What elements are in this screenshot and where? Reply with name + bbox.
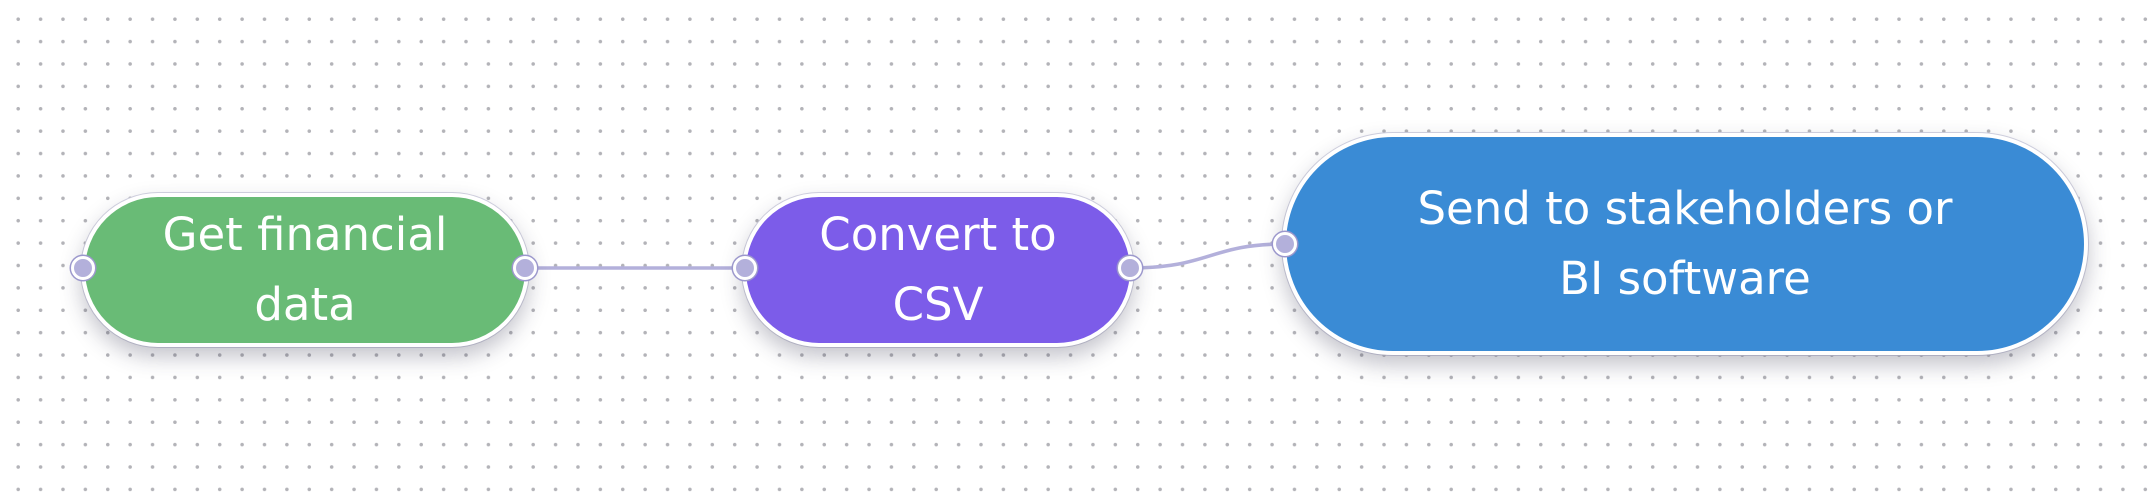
node-label: Convert to CSV bbox=[819, 208, 1057, 331]
node-label: Send to stakeholders or BI software bbox=[1417, 182, 1953, 305]
input-port-convert-to-csv[interactable] bbox=[733, 256, 757, 280]
node-send-to-stakeholders[interactable]: Send to stakeholders or BI software bbox=[1282, 133, 2088, 355]
input-port-get-financial-data[interactable] bbox=[71, 256, 95, 280]
output-port-convert-to-csv[interactable] bbox=[1118, 256, 1142, 280]
node-get-financial-data[interactable]: Get financial data bbox=[81, 193, 529, 347]
input-port-send-to-stakeholders[interactable] bbox=[1273, 232, 1297, 256]
node-convert-to-csv[interactable]: Convert to CSV bbox=[742, 193, 1134, 347]
output-port-get-financial-data[interactable] bbox=[513, 256, 537, 280]
edge-convert-to-send[interactable] bbox=[1128, 242, 1287, 270]
node-label: Get financial data bbox=[162, 208, 448, 331]
